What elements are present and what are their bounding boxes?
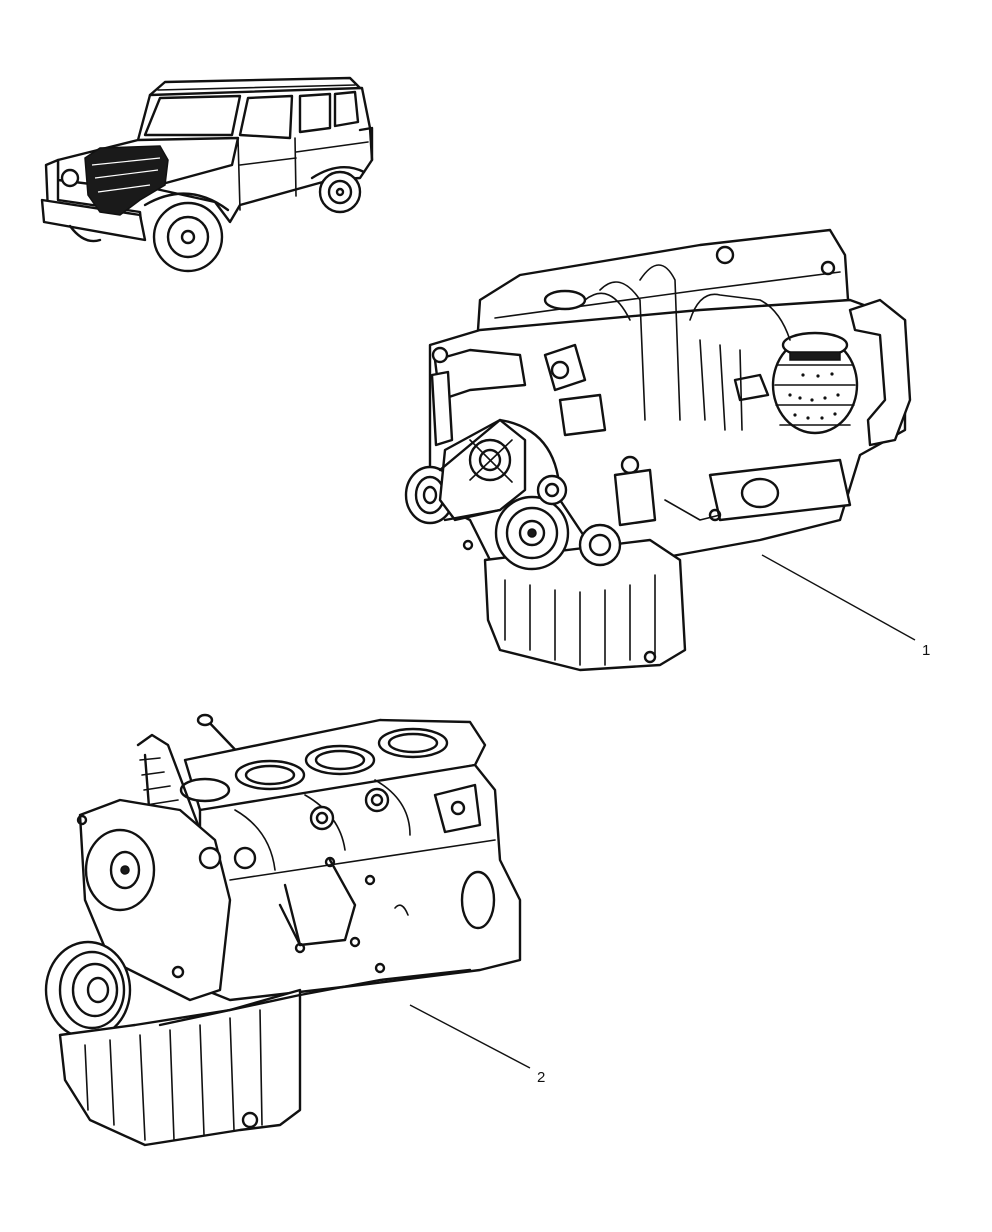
callout-2-leader	[409, 1004, 531, 1069]
vehicle-illustration	[40, 76, 374, 273]
callout-2-label: 2	[537, 1069, 545, 1086]
engine-assembly-illustration	[404, 228, 912, 672]
short-block-illustration	[44, 713, 522, 1147]
callout-1-leader	[761, 554, 916, 641]
callout-1-label: 1	[922, 642, 930, 659]
